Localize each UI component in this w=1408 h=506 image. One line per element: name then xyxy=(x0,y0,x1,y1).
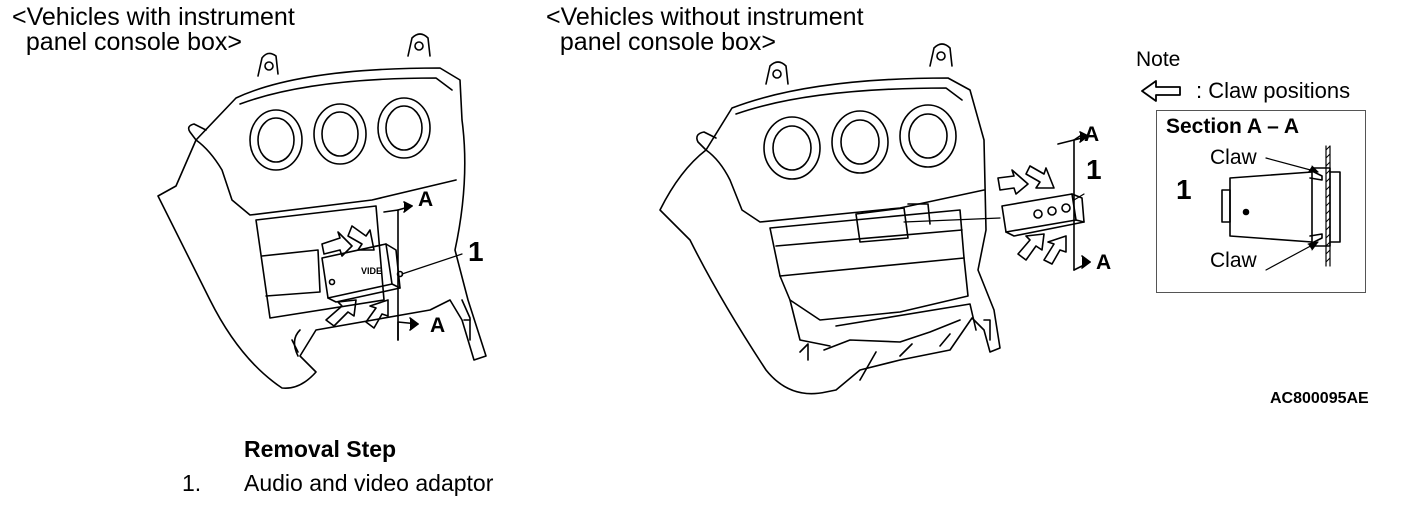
right-section-line xyxy=(1057,131,1091,271)
left-section-line xyxy=(383,201,463,341)
adaptor-label: VIDE xyxy=(361,266,383,276)
left-illustration-caption: <Vehicles with instrument panel console … xyxy=(12,3,295,56)
right-av-adaptor xyxy=(903,193,1085,237)
section-part-callout: 1 xyxy=(1176,174,1192,205)
hollow-left-arrow-icon xyxy=(1141,80,1181,102)
left-claw-arrows xyxy=(321,225,389,329)
removal-step-text: Audio and video adaptor xyxy=(244,470,494,496)
section-mark-right-bottom: A xyxy=(1096,251,1112,274)
section-title: Section A – A xyxy=(1166,115,1300,138)
removal-step-number: 1. xyxy=(182,470,202,496)
claw-legend-text: : Claw positions xyxy=(1196,78,1351,103)
claw-label-bottom: Claw xyxy=(1210,249,1257,272)
figure-code: AC800095AE xyxy=(1270,390,1369,407)
section-mark-left-top: A xyxy=(418,188,434,211)
note-label: Note xyxy=(1136,48,1181,71)
section-detail-drawing xyxy=(1221,145,1341,271)
claw-label-top: Claw xyxy=(1210,146,1257,169)
right-claw-arrows xyxy=(997,165,1067,265)
right-part-callout: 1 xyxy=(1086,154,1102,185)
removal-step-title: Removal Step xyxy=(244,436,397,462)
right-center-panel xyxy=(659,43,1001,395)
section-mark-left-bottom: A xyxy=(430,314,446,337)
section-detail-box xyxy=(1156,110,1366,293)
left-center-panel xyxy=(157,33,487,389)
section-mark-right-top: A xyxy=(1084,123,1100,146)
right-illustration-caption: <Vehicles without instrument panel conso… xyxy=(546,3,864,56)
left-part-callout: 1 xyxy=(468,236,484,267)
